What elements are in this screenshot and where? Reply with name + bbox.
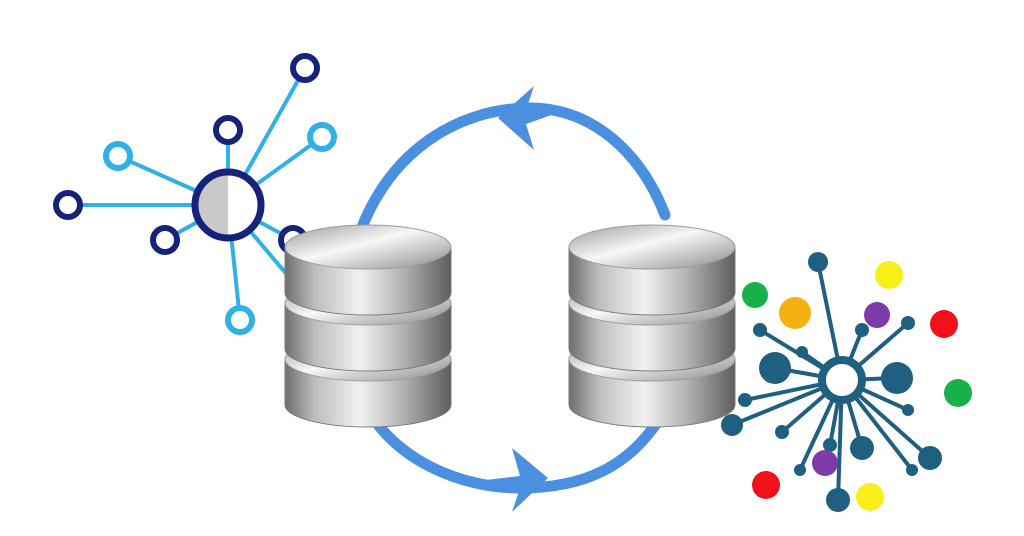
right-database-icon	[568, 224, 736, 428]
right-network-node	[850, 436, 874, 460]
right-network-node	[738, 393, 752, 407]
database-disk-top	[284, 224, 452, 270]
left-network-node	[213, 115, 243, 145]
colored-data-dot	[752, 471, 780, 499]
right-network-node	[826, 488, 850, 512]
sync-arrowhead-right	[498, 86, 560, 150]
colored-data-dot	[944, 379, 972, 407]
database-disk	[284, 224, 452, 316]
right-network-node	[721, 414, 743, 436]
right-network-node	[759, 352, 791, 384]
right-network-node	[753, 323, 767, 337]
right-network-node	[823, 438, 837, 452]
database-disk	[568, 224, 736, 316]
left-network-hub	[191, 168, 265, 242]
sync-cycle-arrows-icon	[354, 86, 671, 512]
left-network-node	[307, 122, 337, 152]
left-network-node	[150, 225, 180, 255]
database-disk-top	[568, 224, 736, 270]
right-network-node	[906, 464, 918, 476]
right-network-node	[918, 446, 942, 470]
right-network-icon	[721, 252, 972, 512]
right-network-node	[808, 252, 828, 272]
colored-data-dot	[930, 310, 958, 338]
right-network-node	[901, 316, 915, 330]
right-network-node	[796, 346, 808, 358]
right-network-node	[881, 362, 913, 394]
right-network-node	[902, 404, 914, 416]
colored-data-dot	[812, 450, 838, 476]
sync-arrow-top	[354, 102, 671, 238]
colored-data-dot	[875, 261, 903, 289]
right-network-node	[775, 425, 789, 439]
left-network-node	[53, 190, 83, 220]
colored-data-dot	[742, 282, 768, 308]
colored-data-dot	[856, 483, 884, 511]
left-network-node	[290, 53, 320, 83]
sync-arrowhead-left	[486, 448, 548, 512]
left-network-node	[103, 141, 133, 171]
right-network-node	[855, 323, 869, 337]
colored-data-dot	[779, 297, 811, 329]
right-network-node	[794, 464, 806, 476]
left-network-node	[225, 305, 255, 335]
right-network-hub	[818, 356, 866, 404]
colored-data-dot	[864, 302, 890, 328]
left-database-icon	[284, 224, 452, 428]
